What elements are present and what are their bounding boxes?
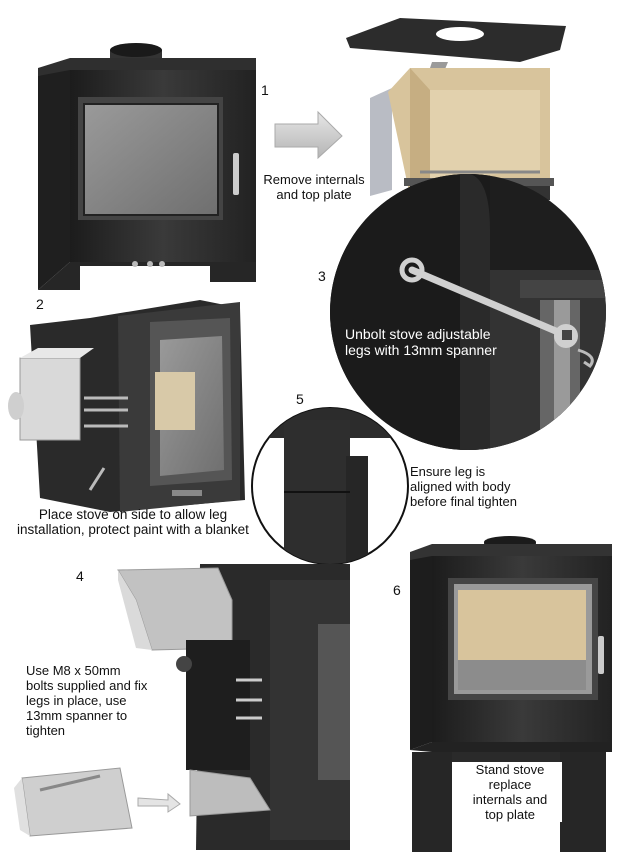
caption-line: tighten	[26, 723, 66, 738]
caption-line: top plate	[485, 807, 535, 822]
direction-arrow	[274, 110, 343, 160]
step-number-2: 2	[36, 296, 44, 312]
caption-line: internals and	[472, 792, 548, 807]
top-plate-and-internals	[346, 18, 566, 200]
step-number-4: 4	[76, 568, 84, 584]
step-number-3: 3	[318, 268, 326, 284]
stove-front-view	[38, 43, 256, 290]
bolt-icon	[236, 678, 262, 720]
caption-line: legs with 13mm spanner	[345, 342, 497, 358]
stove-on-legs	[410, 536, 612, 852]
step-number-6: 6	[393, 582, 401, 598]
caption-line: Remove internals	[263, 172, 365, 187]
step-number-1: 1	[261, 82, 269, 98]
caption-line: installation, protect paint with a blank…	[17, 522, 249, 537]
caption-line: Use M8 x 50mm	[26, 663, 121, 678]
caption-line: legs in place, use	[26, 693, 127, 708]
caption-step-2: Place stove on side to allow leg install…	[2, 507, 264, 537]
caption-step-5: Ensure leg is aligned with body before f…	[410, 464, 517, 509]
stove-on-side	[8, 300, 245, 512]
caption-line: Unbolt stove adjustable	[345, 326, 491, 342]
callout-leg-alignment	[251, 407, 409, 565]
caption-line: and top plate	[276, 187, 352, 202]
step-number-5: 5	[296, 391, 304, 407]
caption-step-6: Stand stove replace internals and top pl…	[458, 762, 562, 822]
caption-line: replace	[488, 777, 532, 792]
caption-line: aligned with body	[410, 479, 511, 494]
caption-line: Stand stove	[475, 762, 545, 777]
caption-step-4: Use M8 x 50mm bolts supplied and fix leg…	[26, 663, 147, 738]
leg-installation	[14, 564, 350, 850]
caption-step-1: Remove internals and top plate	[254, 172, 374, 202]
caption-step-3: Unbolt stove adjustable legs with 13mm s…	[345, 326, 497, 358]
caption-line: 13mm spanner to	[26, 708, 128, 723]
caption-line: before final tighten	[410, 494, 517, 509]
spanner-icon	[399, 257, 578, 348]
caption-line: bolts supplied and fix	[26, 678, 148, 693]
caption-line: Ensure leg is	[410, 464, 486, 479]
caption-line: Place stove on side to allow leg	[38, 507, 228, 522]
